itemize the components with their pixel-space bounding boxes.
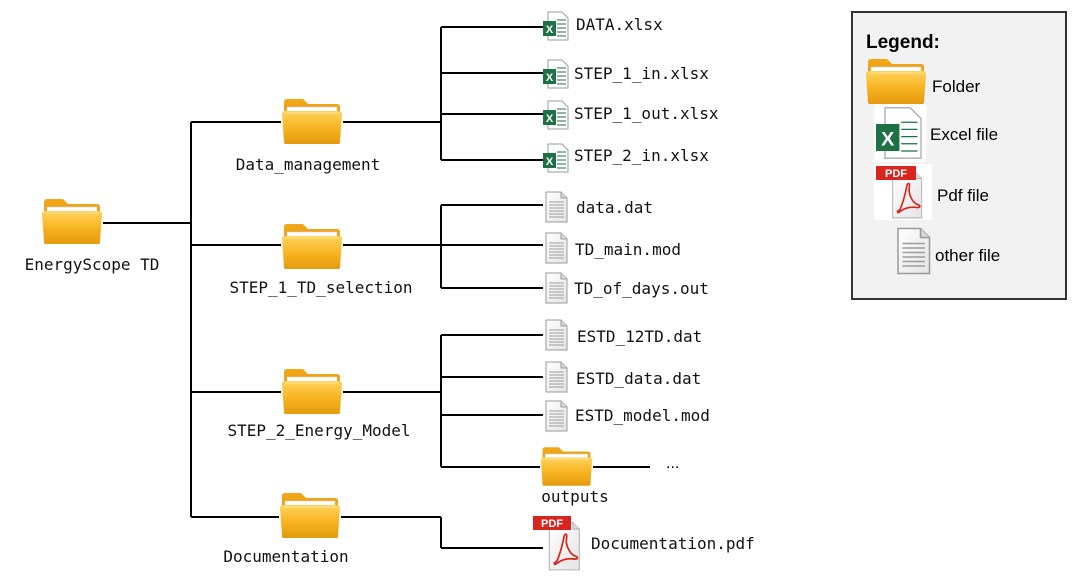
file-label: STEP_1_out.xlsx bbox=[574, 104, 719, 123]
excel-icon-letter: X bbox=[546, 156, 554, 168]
text-file-icon bbox=[545, 361, 568, 393]
pdf-icon-label: PDF bbox=[541, 518, 563, 530]
file-estd-data-dat[interactable]: ESTD_data.dat bbox=[545, 361, 701, 393]
legend-item-other: other file bbox=[935, 246, 1000, 265]
excel-file-icon: X bbox=[543, 11, 569, 41]
excel-file-icon: X bbox=[543, 100, 569, 130]
file-label: TD_main.mod bbox=[575, 240, 681, 259]
text-file-icon bbox=[545, 232, 568, 264]
pdf-file-icon: PDF bbox=[874, 164, 932, 220]
folder-icon bbox=[281, 223, 343, 270]
excel-icon-letter: X bbox=[546, 113, 554, 125]
folder-label: outputs bbox=[541, 487, 608, 506]
excel-file-icon: X bbox=[543, 143, 569, 173]
file-step-2-in-xlsx[interactable]: X STEP_2_in.xlsx bbox=[543, 143, 709, 173]
file-data-xlsx[interactable]: X DATA.xlsx bbox=[543, 11, 663, 41]
legend-item-excel: Excel file bbox=[930, 125, 998, 144]
excel-icon-letter: X bbox=[881, 129, 895, 151]
folder-data-management[interactable]: Data_management bbox=[236, 98, 381, 174]
file-label: ESTD_12TD.dat bbox=[577, 327, 702, 346]
legend-title: Legend: bbox=[866, 32, 940, 53]
file-label: Documentation.pdf bbox=[591, 534, 755, 553]
excel-icon-letter: X bbox=[546, 24, 554, 36]
file-step-1-out-xlsx[interactable]: X STEP_1_out.xlsx bbox=[543, 100, 719, 130]
folder-label: STEP_1_TD_selection bbox=[229, 278, 412, 297]
folder-icon bbox=[865, 58, 927, 105]
excel-file-icon: X bbox=[874, 104, 927, 162]
folder-icon bbox=[279, 492, 341, 539]
folder-icon bbox=[281, 98, 343, 145]
file-label: ESTD_model.mod bbox=[575, 406, 710, 425]
legend-item-folder: Folder bbox=[932, 77, 981, 96]
file-label: ESTD_data.dat bbox=[576, 369, 701, 388]
text-file-icon bbox=[545, 319, 568, 351]
root-folder-label: EnergyScope TD bbox=[25, 255, 160, 274]
file-td-main-mod[interactable]: TD_main.mod bbox=[545, 232, 681, 264]
folder-documentation[interactable]: Documentation bbox=[223, 492, 349, 566]
folder-outputs[interactable]: outputs bbox=[540, 446, 609, 506]
excel-file-icon: X bbox=[543, 59, 569, 89]
excel-icon-letter: X bbox=[546, 72, 554, 84]
text-file-icon bbox=[545, 400, 568, 432]
folder-icon bbox=[281, 368, 343, 415]
folder-label: Data_management bbox=[236, 155, 381, 174]
folder-icon bbox=[41, 198, 103, 245]
file-label: STEP_2_in.xlsx bbox=[574, 146, 709, 165]
folder-step-2-energy-model[interactable]: STEP_2_Energy_Model bbox=[227, 368, 411, 440]
text-file-icon bbox=[545, 272, 568, 304]
folder-label: STEP_2_Energy_Model bbox=[227, 421, 410, 440]
file-estd-12td-dat[interactable]: ESTD_12TD.dat bbox=[545, 319, 702, 351]
text-file-icon bbox=[897, 227, 931, 275]
file-estd-model-mod[interactable]: ESTD_model.mod bbox=[545, 400, 710, 432]
folder-icon bbox=[540, 446, 593, 487]
text-file-icon bbox=[545, 191, 568, 223]
file-label: TD_of_days.out bbox=[574, 279, 709, 298]
file-label: data.dat bbox=[576, 198, 653, 217]
outputs-continuation-ellipsis: ... bbox=[666, 455, 679, 472]
root-folder[interactable]: EnergyScope TD bbox=[25, 198, 160, 274]
legend: Legend: Folder X Excel file PDF Pdf file… bbox=[851, 11, 1067, 300]
folder-label: Documentation bbox=[223, 547, 348, 566]
file-label: STEP_1_in.xlsx bbox=[574, 64, 709, 83]
folder-step-1-td-selection[interactable]: STEP_1_TD_selection bbox=[229, 223, 413, 297]
file-data-dat[interactable]: data.dat bbox=[545, 191, 653, 223]
file-td-of-days-out[interactable]: TD_of_days.out bbox=[545, 272, 709, 304]
pdf-icon-label: PDF bbox=[885, 168, 907, 180]
legend-item-pdf: Pdf file bbox=[937, 186, 989, 205]
pdf-file-icon: PDF bbox=[533, 516, 581, 571]
file-label: DATA.xlsx bbox=[576, 15, 663, 34]
tree-connectors bbox=[103, 26, 650, 549]
file-documentation-pdf[interactable]: PDF Documentation.pdf bbox=[533, 516, 755, 571]
file-step-1-in-xlsx[interactable]: X STEP_1_in.xlsx bbox=[543, 59, 709, 89]
